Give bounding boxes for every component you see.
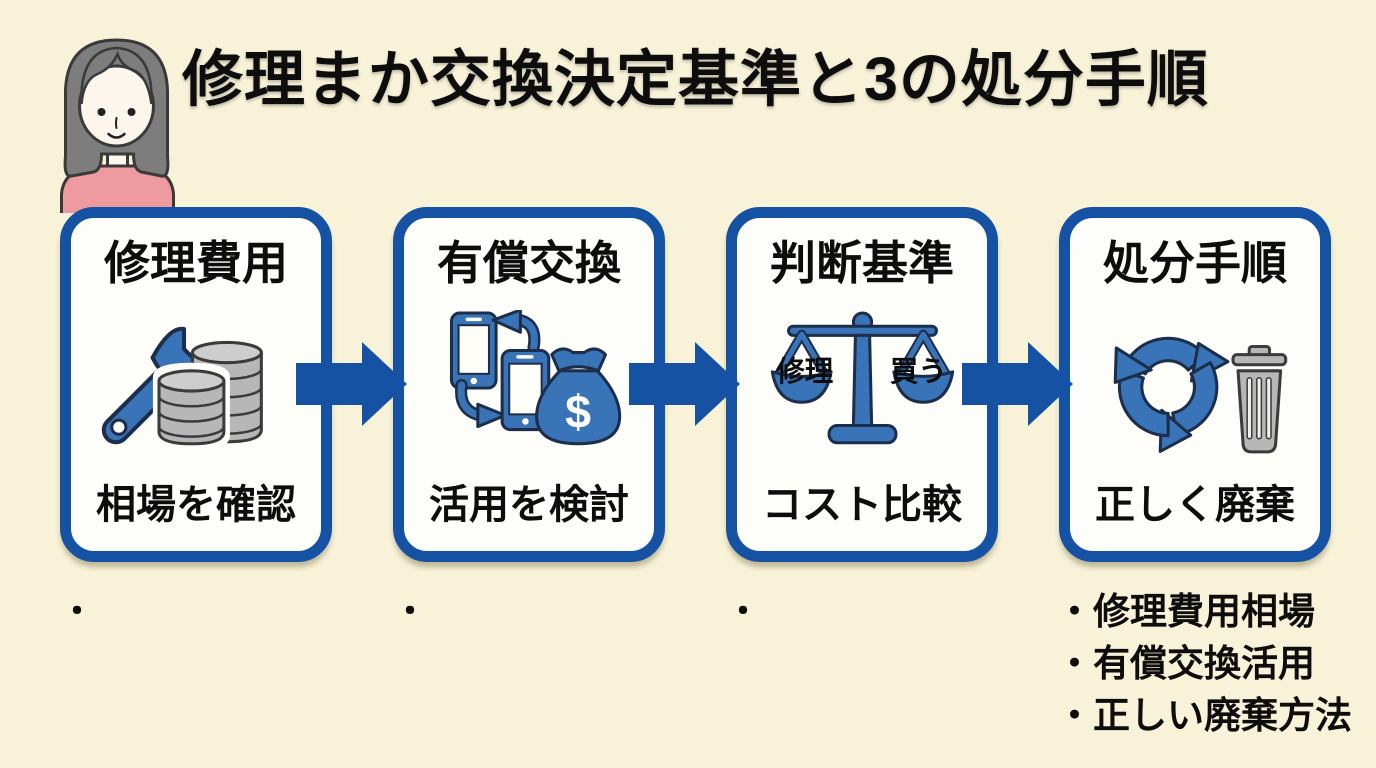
- woman-bangs: [80, 46, 153, 105]
- step-caption: 正しく廃棄: [1095, 483, 1295, 527]
- step-card-disposal: 処分手順: [1059, 207, 1331, 562]
- scale-pan-right: [891, 370, 954, 404]
- scale-hanger-right: [895, 329, 950, 378]
- woman-eye-right: [127, 108, 136, 116]
- woman-icon: [60, 38, 175, 213]
- step-card-repair-cost: 修理費用: [60, 207, 332, 562]
- flow-arrow-1: [296, 342, 407, 426]
- bullet-dot-step1: ・: [60, 593, 94, 631]
- woman-face: [78, 64, 155, 148]
- phone-icon-back: [449, 311, 498, 390]
- scale-base: [827, 423, 897, 445]
- step-caption: 相場を確認: [96, 483, 296, 527]
- woman-illustration: [45, 28, 190, 213]
- woman-nose: [115, 117, 118, 129]
- money-bag-icon: $: [534, 347, 621, 446]
- scale-right-label: 買う: [889, 356, 946, 388]
- bullet-dot-step3: ・: [726, 593, 760, 631]
- step-heading: 修理費用: [104, 237, 288, 289]
- woman-eye-left: [97, 108, 106, 116]
- flow-arrow-3: [962, 342, 1073, 426]
- recycle-and-trash-icon: [1074, 289, 1316, 483]
- coin-stack-front: [152, 362, 230, 451]
- wrench-and-coins-icon: [75, 289, 317, 483]
- bullet-dot-step2: ・: [393, 593, 427, 631]
- note-line: ・修理費用相場: [1056, 591, 1315, 632]
- flow-arrow-2: [629, 342, 740, 426]
- balance-scale-icon: 修理 買う: [741, 289, 983, 483]
- scale-left-label: 修理: [775, 356, 833, 388]
- recycle-icon: [1113, 336, 1229, 453]
- step-heading: 処分手順: [1103, 237, 1287, 289]
- scale-hanger-left: [774, 329, 829, 378]
- note-line: ・有償交換活用: [1056, 643, 1315, 684]
- disposal-notes-list: ・修理費用相場 ・有償交換活用 ・正しい廃棄方法: [1056, 586, 1352, 742]
- step-caption: コスト比較: [762, 483, 962, 527]
- step-heading: 判断基準: [770, 237, 954, 289]
- step-heading: 有償交換: [437, 237, 621, 289]
- note-line: ・正しい廃棄方法: [1056, 695, 1352, 736]
- swap-arrow-up-icon: [491, 309, 540, 354]
- step-card-paid-exchange: 有償交換: [393, 207, 665, 562]
- step-caption: 活用を検討: [429, 483, 629, 527]
- trash-can-icon: [1230, 344, 1287, 454]
- scale-post: [851, 333, 873, 427]
- scale-pan-left: [770, 370, 833, 404]
- dollar-sign: $: [565, 385, 591, 437]
- page-title: 修理まか交換決定基準と3の処分手順: [182, 45, 1209, 113]
- step-card-decision-criteria: 判断基準 修理 買う コスト比較: [726, 207, 998, 562]
- woman-mouth: [107, 132, 126, 139]
- swap-arrow-down-icon: [454, 378, 507, 428]
- phone-exchange-money-bag-icon: $: [408, 289, 650, 483]
